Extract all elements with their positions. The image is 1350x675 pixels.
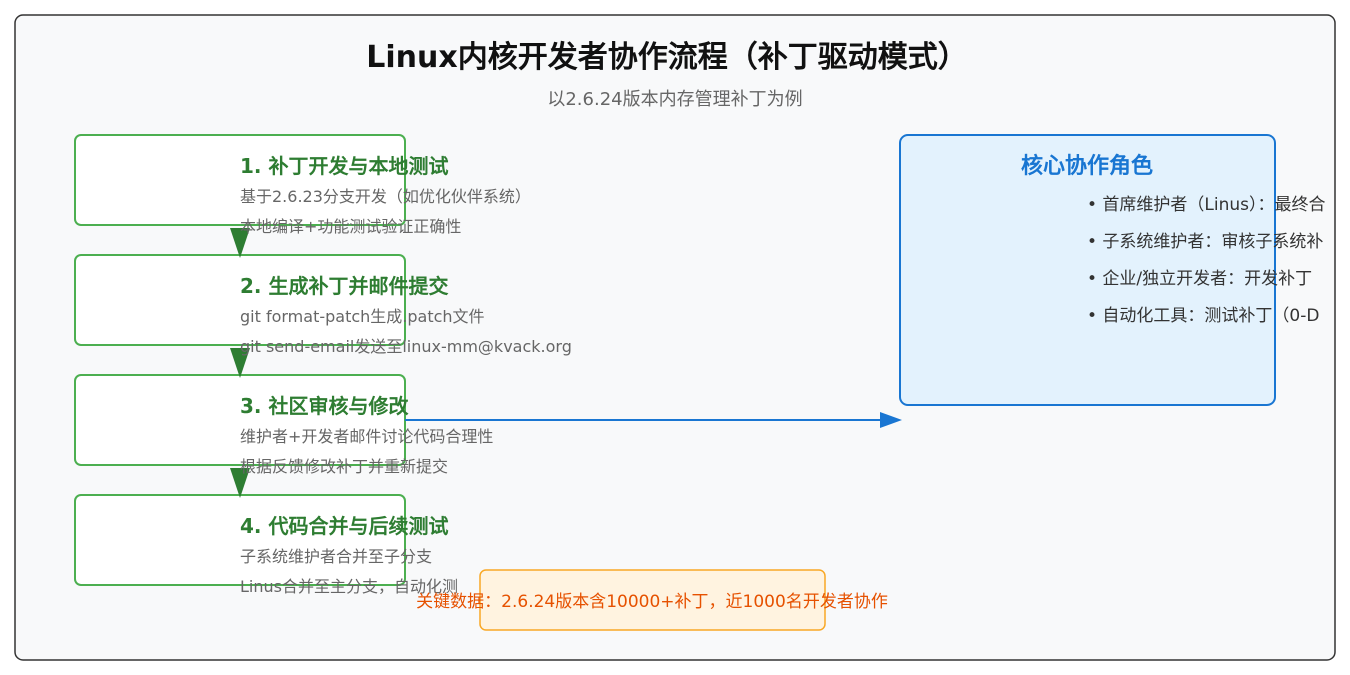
step-2-title: 2. 生成补丁并邮件提交 [240,274,448,298]
step-4-box [74,494,406,586]
step-3-line-1: 维护者+开发者邮件讨论代码合理性 [240,427,493,446]
key-data-text: 关键数据：2.6.24版本含10000+补丁，近1000名开发者协作 [416,592,888,612]
role-item-3: • 企业/独立开发者：开发补丁 [1087,269,1312,289]
arrow-step-1-to-2 [230,228,250,258]
step-3-title: 3. 社区审核与修改 [240,394,409,418]
arrow-step-2-to-3 [230,348,250,378]
step-2-line-1: git format-patch生成.patch文件 [240,307,485,326]
roles-box [899,134,1276,406]
step-3-box [74,374,406,466]
role-item-2: • 子系统维护者：审核子系统补 [1087,232,1323,252]
arrow-step-3-to-4 [230,468,250,498]
step-3-line-2: 根据反馈修改补丁并重新提交 [240,457,448,476]
arrow-review-to-roles [405,412,902,428]
diagram-title: Linux内核开发者协作流程（补丁驱动模式） [366,40,967,75]
step-4-title: 4. 代码合并与后续测试 [240,514,448,538]
step-2-box [74,254,406,346]
role-item-1: • 首席维护者（Linus）：最终合 [1087,195,1326,215]
step-4-line-1: 子系统维护者合并至子分支 [240,547,432,566]
step-1-line-1: 基于2.6.23分支开发（如优化伙伴系统） [240,187,531,206]
roles-title: 核心协作角色 [1021,153,1153,179]
step-1-title: 1. 补丁开发与本地测试 [240,154,448,178]
diagram-subtitle: 以2.6.24版本内存管理补丁为例 [547,89,802,110]
step-4-line-2: Linus合并至主分支，自动化测 [240,577,458,596]
role-item-4: • 自动化工具：测试补丁（0-D [1087,306,1319,326]
step-1-line-2: 本地编译+功能测试验证正确性 [240,217,461,236]
step-2-line-2: git send-email发送至linux-mm@kvack.org [240,337,572,356]
step-1-box [74,134,406,226]
key-data-box [479,569,826,631]
